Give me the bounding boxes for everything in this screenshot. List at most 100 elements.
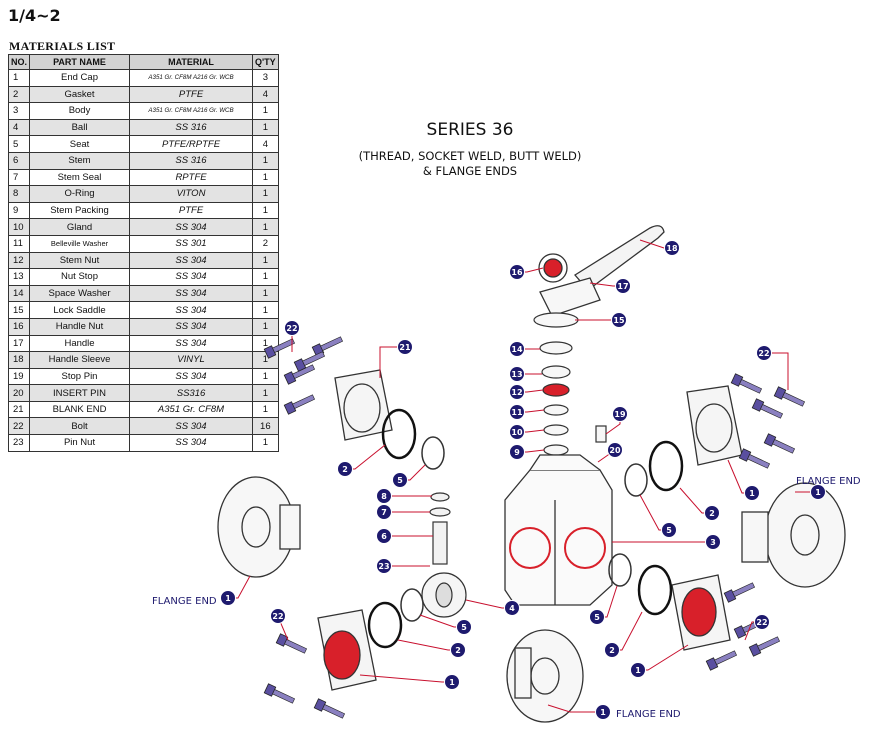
callout-5: 5: [661, 522, 677, 538]
bolt-icon: [275, 633, 308, 654]
svg-text:5: 5: [461, 623, 467, 632]
end-cap-right-icon: [686, 385, 743, 466]
svg-text:23: 23: [378, 562, 389, 571]
header-qty: Q'TY: [252, 54, 279, 70]
callout-13: 13: [509, 366, 525, 382]
flange-end-label-left: FLANGE END: [152, 596, 217, 607]
svg-text:22: 22: [286, 324, 297, 333]
svg-text:15: 15: [613, 316, 625, 325]
bolt-icon: [723, 582, 756, 603]
leader-line: [397, 639, 458, 651]
cell-material: SS 304: [129, 251, 254, 270]
flange-right-icon: [741, 482, 846, 588]
cell-no: 10: [7, 218, 31, 236]
cell-part-name: Bolt: [29, 417, 131, 436]
callout-5: 5: [589, 609, 605, 625]
cell-quantity: 16: [252, 417, 279, 436]
svg-text:1: 1: [635, 666, 641, 675]
svg-text:22: 22: [272, 612, 283, 621]
callout-1: 1: [444, 674, 460, 690]
callout-11: 11: [509, 404, 525, 420]
header-material: MATERIAL: [129, 54, 254, 70]
cell-part-name: Ball: [29, 118, 131, 137]
cell-part-name: Stem Nut: [29, 251, 131, 270]
svg-text:9: 9: [514, 448, 520, 457]
cell-part-name: O-Ring: [29, 185, 131, 203]
svg-text:2: 2: [342, 465, 348, 474]
callout-2: 2: [450, 642, 466, 658]
materials-list-title: MATERIALS LIST: [9, 39, 116, 53]
svg-text:8: 8: [381, 492, 387, 501]
cell-no: 13: [7, 268, 31, 286]
cell-no: 18: [7, 351, 31, 369]
svg-text:6: 6: [381, 532, 387, 541]
series-title: SERIES 36: [426, 120, 514, 140]
callout-12: 12: [509, 384, 525, 400]
svg-text:22: 22: [756, 618, 767, 627]
callout-22: 22: [756, 345, 772, 361]
leader-line: [638, 644, 689, 671]
gaskets-icon: [367, 408, 684, 649]
svg-text:22: 22: [758, 349, 769, 358]
cell-no: 6: [7, 151, 31, 170]
cell-material: SS 304: [129, 417, 254, 436]
svg-text:21: 21: [399, 343, 411, 352]
callout-14: 14: [509, 341, 525, 357]
cell-no: 12: [7, 251, 31, 270]
callout-2: 2: [604, 642, 620, 658]
valve-body-icon: [504, 454, 613, 606]
bolt-icon: [283, 364, 316, 385]
series-subtitle-line1: (THREAD, SOCKET WELD, BUTT WELD): [358, 149, 582, 163]
callout-7: 7: [376, 504, 392, 520]
size-label: 1/4~2: [8, 6, 61, 25]
bolt-icon: [730, 373, 763, 394]
cell-material: SS 316: [129, 118, 254, 137]
end-cap-bottom-right-icon: [671, 574, 731, 651]
series-subtitle-line2: & FLANGE ENDS: [422, 164, 518, 178]
callout-1: 1: [630, 662, 646, 678]
cell-quantity: 1: [252, 284, 279, 303]
callout-8: 8: [376, 488, 392, 504]
callout-22: 22: [270, 608, 286, 624]
cell-quantity: 4: [252, 85, 279, 104]
bolts-icon: [263, 336, 806, 719]
stem-stack-icon: [533, 312, 607, 456]
svg-text:2: 2: [709, 509, 715, 518]
cell-quantity: 3: [252, 69, 279, 87]
cell-quantity: 4: [252, 135, 279, 153]
cell-no: 20: [7, 384, 31, 402]
callout-1: 1: [220, 590, 236, 606]
bolt-icon: [705, 650, 738, 671]
header-part-name: PART NAME: [29, 54, 131, 70]
svg-text:5: 5: [594, 613, 600, 622]
flange-left-icon: [217, 476, 301, 578]
svg-text:19: 19: [614, 410, 626, 419]
flange-end-label-right: FLANGE END: [796, 476, 861, 487]
callout-1: 1: [810, 484, 826, 500]
callout-1: 1: [595, 704, 611, 720]
callout-5: 5: [392, 472, 408, 488]
callout-19: 19: [612, 406, 628, 422]
callout-22: 22: [284, 320, 300, 336]
cell-material: SS 304: [129, 284, 254, 303]
svg-text:10: 10: [511, 428, 523, 437]
cell-quantity: 1: [252, 185, 279, 203]
cell-material: PTFE: [129, 85, 254, 104]
bolt-icon: [313, 698, 346, 719]
cell-quantity: 1: [252, 434, 279, 452]
svg-text:4: 4: [509, 604, 515, 613]
callout-6: 6: [376, 528, 392, 544]
